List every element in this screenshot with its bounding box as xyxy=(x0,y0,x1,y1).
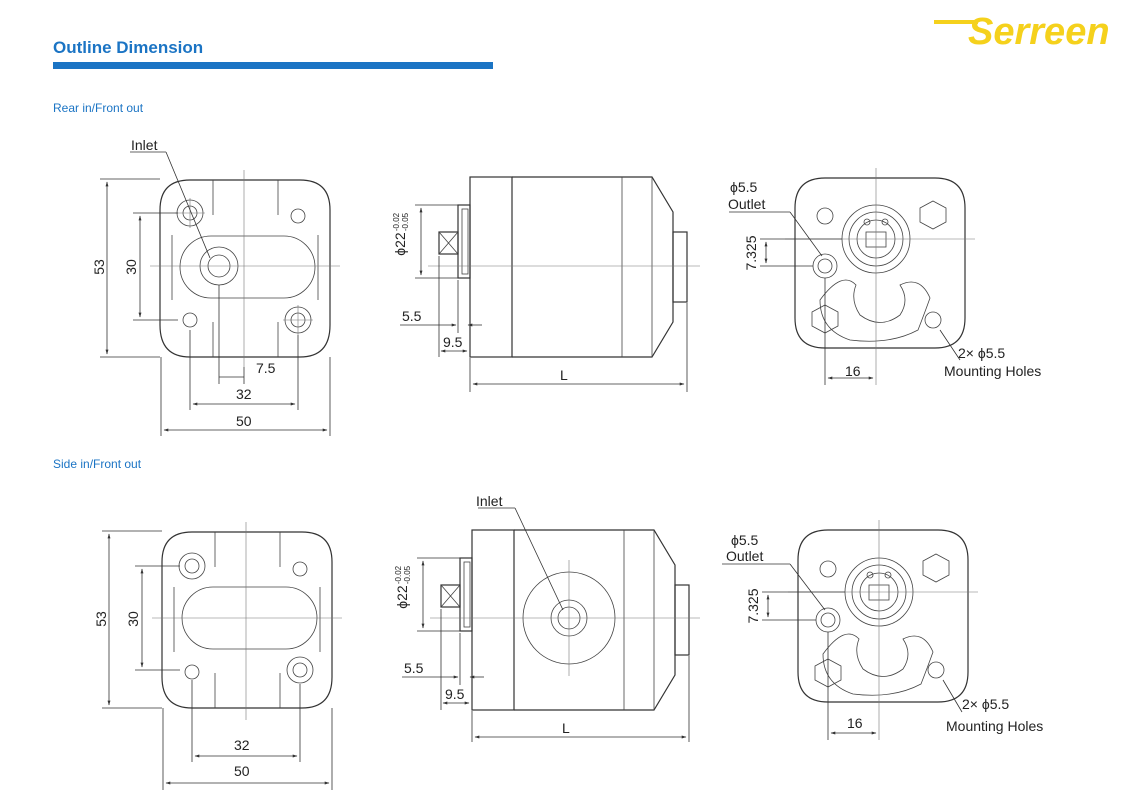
dim-port-spacing: 30 xyxy=(123,259,139,275)
dim-height: 53 xyxy=(91,259,107,275)
mounting-holes-label: Mounting Holes xyxy=(946,718,1043,734)
dim-shaft-tol-lower: -0.05 xyxy=(401,212,410,231)
rear-view-side-in xyxy=(722,520,978,740)
mounting-holes-label: Mounting Holes xyxy=(944,363,1041,379)
brand-logo: Serreen xyxy=(934,11,1110,48)
dim-bolt-span: 32 xyxy=(234,737,250,753)
dim-length: L xyxy=(562,720,570,736)
rear-view-rear-in xyxy=(729,168,975,385)
dim-width: 50 xyxy=(234,763,250,779)
front-view-rear-in xyxy=(100,151,340,436)
dim-shaft-diameter: ϕ22 xyxy=(392,232,408,256)
front-view-side-in xyxy=(102,522,342,790)
dim-shaft-tol-upper: -0.02 xyxy=(394,565,403,584)
outlet-label: Outlet xyxy=(728,196,765,212)
dim-flange: 9.5 xyxy=(443,334,463,350)
inlet-label: Inlet xyxy=(131,137,158,153)
side-view-side-in xyxy=(402,507,700,742)
dim-shaft-diameter: ϕ22 xyxy=(394,585,410,609)
inlet-label: Inlet xyxy=(476,493,503,509)
dim-length: L xyxy=(560,367,568,383)
dim-bolt-span: 32 xyxy=(236,386,252,402)
side-view-rear-in xyxy=(400,176,700,392)
dim-pilot: 5.5 xyxy=(402,308,422,324)
dim-shaft-tol-upper: -0.02 xyxy=(392,212,401,231)
section-label-side-in: Side in/Front out xyxy=(53,457,142,471)
dim-outlet-offset: 7.325 xyxy=(745,588,761,623)
mounting-holes-count: 2× ϕ5.5 xyxy=(962,696,1009,712)
title-underline xyxy=(53,62,493,69)
dim-port-spacing: 30 xyxy=(125,611,141,627)
outlet-size: ϕ5.5 xyxy=(731,532,759,548)
dim-flange: 9.5 xyxy=(445,686,465,702)
section-label-rear-in: Rear in/Front out xyxy=(53,101,144,115)
outlet-size: ϕ5.5 xyxy=(730,179,758,195)
dim-hole-span: 16 xyxy=(847,715,863,731)
outlet-label: Outlet xyxy=(726,548,763,564)
mounting-holes-count: 2× ϕ5.5 xyxy=(958,345,1005,361)
dim-offset: 7.5 xyxy=(256,360,276,376)
dim-pilot: 5.5 xyxy=(404,660,424,676)
dim-width: 50 xyxy=(236,413,252,429)
dim-hole-span: 16 xyxy=(845,363,861,379)
dim-outlet-offset: 7.325 xyxy=(743,235,759,270)
logo-text: Serreen xyxy=(968,11,1110,48)
dim-height: 53 xyxy=(93,611,109,627)
page-title: Outline Dimension xyxy=(53,38,204,57)
dim-shaft-tol-lower: -0.05 xyxy=(403,565,412,584)
